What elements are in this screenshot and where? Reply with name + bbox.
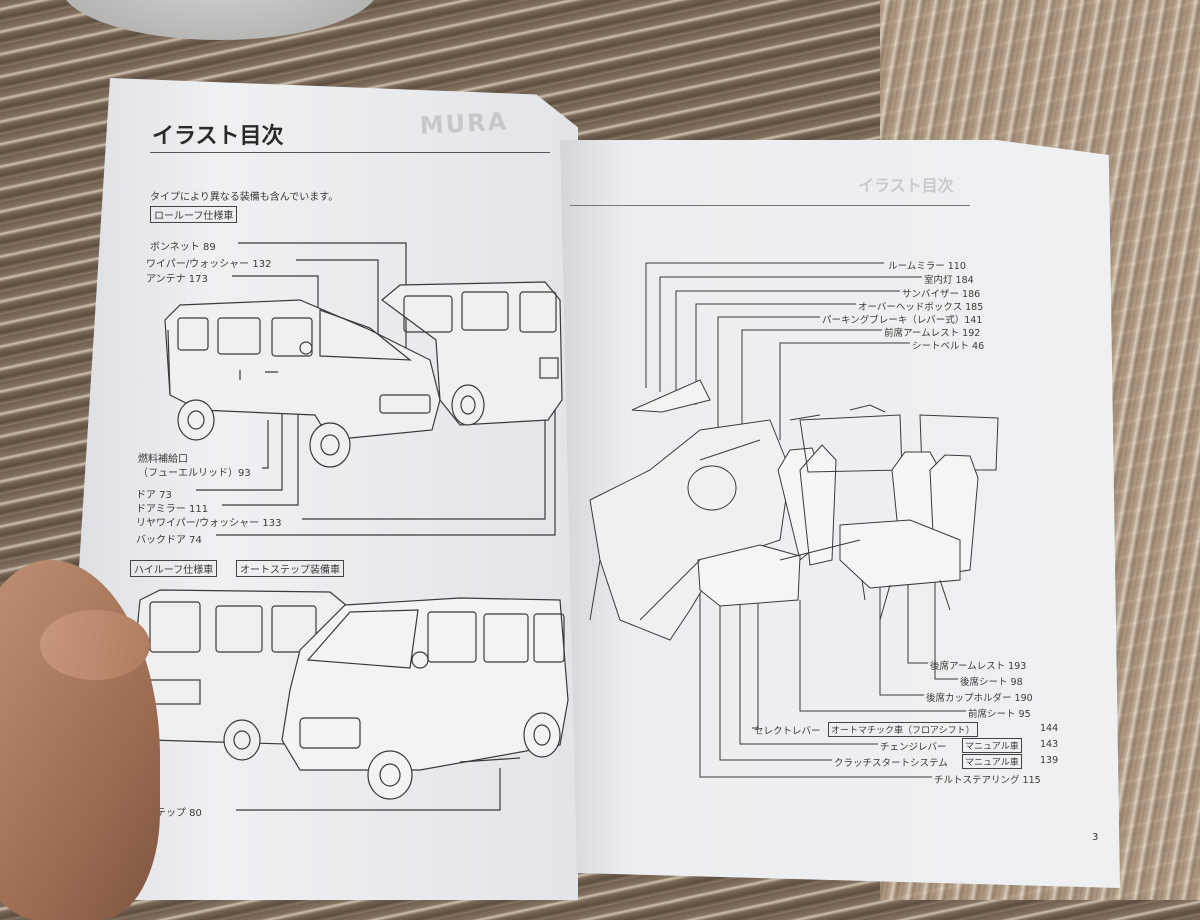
label-door: ドア 73: [136, 490, 172, 501]
right-page-drawings: [589, 262, 999, 778]
label-rear-armrest: 後席アームレスト 193: [930, 661, 1027, 672]
label-front-seat: 前席シート 95: [968, 709, 1031, 720]
thumb: [40, 610, 150, 680]
right-page-number: 3: [1092, 832, 1099, 843]
label-back-door: バックドア 74: [136, 535, 202, 546]
roof-tag-low: ロールーフ仕様車: [150, 206, 238, 223]
label-antenna: アンテナ 173: [146, 274, 208, 285]
right-title-rule: [570, 205, 970, 206]
label-seat-belt: シートベルト 46: [912, 341, 985, 352]
label-rear-cupholder: 後席カップホルダー 190: [926, 693, 1033, 704]
label-rear-seat: 後席シート 98: [960, 677, 1023, 688]
label-fuel-1: 燃料補給口: [138, 454, 188, 465]
label-bonnet: ボンネット 89: [150, 242, 216, 253]
label-front-armrest: 前席アームレスト 192: [884, 328, 981, 339]
label-tilt-steering: チルトステアリング 115: [934, 775, 1041, 786]
label-rear-wiper: リヤワイパー/ウォッシャー 133: [136, 518, 282, 529]
label-overhead-box: オーバーヘッドボックス 185: [858, 302, 984, 313]
label-room-lamp: 室内灯 184: [924, 275, 974, 286]
tag-manual-1: マニュアル車: [962, 738, 1022, 753]
page-change-lever: 143: [1040, 739, 1059, 750]
title-rule: [150, 152, 550, 153]
left-page-drawings: [131, 242, 569, 811]
label-fuel-2: （フューエルリッド）93: [138, 468, 251, 479]
page-clutch-start: 139: [1040, 755, 1059, 766]
page-title: イラスト目次: [152, 124, 284, 149]
label-parking-brake: パーキングブレーキ（レバー式）141: [822, 315, 983, 326]
label-wiper: ワイパー/ウォッシャー 132: [146, 259, 272, 270]
label-room-mirror: ルームミラー 110: [888, 261, 966, 272]
intro-text: タイプにより異なる装備も含んでいます。: [150, 192, 339, 203]
tag-manual-2: マニュアル車: [962, 754, 1022, 769]
label-sun-visor: サンバイザー 186: [902, 289, 981, 300]
label-door-mirror: ドアミラー 111: [136, 504, 209, 515]
ghost-title: イラスト目次: [858, 176, 954, 195]
auto-step-tag: オートステップ装備車: [236, 560, 344, 577]
label-select-lever: セレクトレバー: [754, 726, 821, 737]
label-clutch-start: クラッチスタートシステム: [834, 758, 948, 769]
label-change-lever: チェンジレバー: [880, 742, 947, 753]
tag-automatic: オートマチック車（フロアシフト）: [828, 722, 978, 737]
page-select-lever: 144: [1040, 723, 1059, 734]
roof-tag-high: ハイルーフ仕様車: [130, 560, 218, 577]
